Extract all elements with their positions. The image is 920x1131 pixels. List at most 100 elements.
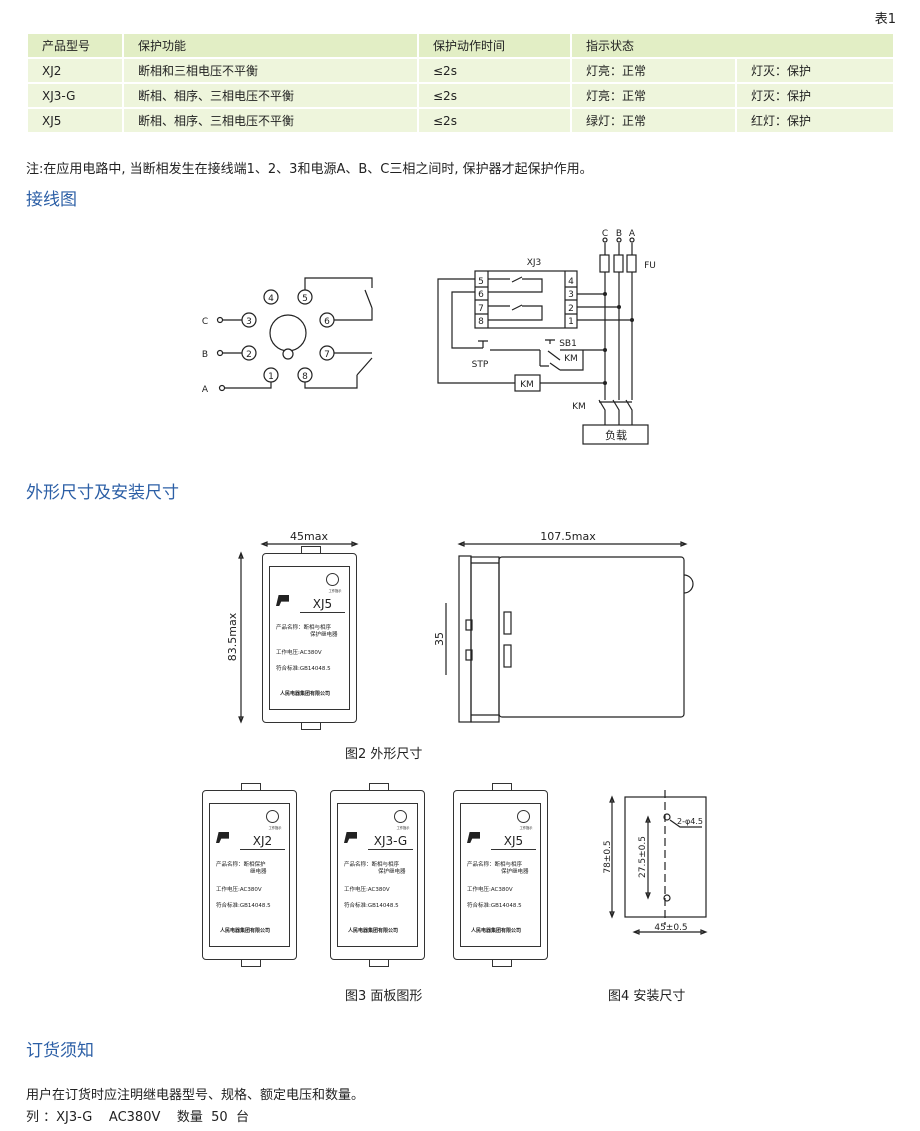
name-line2: 保护继电器 [501, 869, 529, 875]
indicator-led [517, 810, 530, 823]
panel-face: 工作指示 XJ5 产品名称：断相与相序 保护继电器 工作电压:AC380V 符合… [269, 566, 350, 710]
km-coil-box [514, 374, 541, 392]
logo-icon [216, 832, 229, 843]
top-tab [301, 546, 321, 554]
km-coil-label: KM [520, 380, 534, 390]
cell: 断相、相序、三相电压不平衡 [122, 82, 419, 109]
panel-face: 工作指示 XJ2 产品名称：断相保护 继电器 工作电压:AC380V 符合标准:… [209, 803, 290, 947]
pin-label: 3 [246, 317, 252, 327]
name-line2: 保护继电器 [310, 632, 338, 638]
cell: ≤2s [417, 57, 572, 84]
name-label: 产品名称：断相与相序 [344, 862, 400, 868]
th-model: 产品型号 [26, 32, 124, 59]
cell: 灯亮：正常 [570, 82, 737, 109]
name-label: 产品名称：断相与相序 [276, 625, 332, 631]
mount-holes: 2-φ4.5 [677, 817, 703, 826]
phase-a: A [629, 229, 636, 239]
pin-label: 1 [268, 372, 274, 382]
socket-c: C [202, 317, 208, 327]
maker: 人民电器集团有限公司 [220, 928, 271, 934]
standard: 符合标准:GB14048.5 [276, 666, 331, 672]
pin-label: 7 [324, 350, 330, 360]
model-label: XJ3-G [368, 834, 413, 850]
pin-label: 1 [568, 317, 574, 327]
cell: XJ2 [26, 57, 124, 84]
outline-dimensions: 45max 107.5max 83.5max 35 [226, 530, 694, 724]
pin-label: 6 [324, 317, 330, 327]
dim-width: 45max [290, 530, 328, 543]
pin-label: 4 [568, 277, 574, 287]
standard: 符合标准:GB14048.5 [344, 903, 399, 909]
pin-label: 4 [268, 294, 274, 304]
mounting-dimensions: 78±0.5 27.5±0.5 45±0.5 2-φ4.5 [603, 790, 708, 935]
name-label: 产品名称：断相与相序 [467, 862, 523, 868]
mount-hole-spacing: 27.5±0.5 [638, 836, 648, 878]
panel-face: 工作指示 XJ5 产品名称：断相与相序 保护继电器 工作电压:AC380V 符合… [460, 803, 541, 947]
pin-label: 5 [478, 277, 484, 287]
indicator-led [394, 810, 407, 823]
table-label: 表1 [874, 12, 896, 27]
panel-face: 工作指示 XJ3-G 产品名称：断相与相序 保护继电器 工作电压:AC380V … [337, 803, 418, 947]
cell: 断相和三相电压不平衡 [122, 57, 419, 84]
cell: XJ3-G [26, 82, 124, 109]
top-tab [241, 783, 261, 791]
voltage: 工作电压:AC380V [276, 650, 322, 656]
voltage: 工作电压:AC380V [344, 887, 390, 893]
indicator-led [266, 810, 279, 823]
front-panel: 工作指示 XJ5 产品名称：断相与相序 保护继电器 工作电压:AC380V 符合… [453, 783, 548, 967]
front-panel: 工作指示 XJ5 产品名称：断相与相序 保护继电器 工作电压:AC380V 符合… [262, 546, 357, 730]
bottom-tab [492, 959, 512, 967]
stp-label: STP [472, 360, 489, 370]
socket-diagram: 12 34 56 78 C B A [202, 277, 373, 395]
maker: 人民电器集团有限公司 [471, 928, 522, 934]
logo-icon [276, 595, 289, 606]
cell: 绿灯：正常 [570, 107, 737, 134]
maker: 人民电器集团有限公司 [348, 928, 399, 934]
model-label: XJ5 [491, 834, 536, 850]
phase-c: C [602, 229, 608, 239]
bottom-tab [301, 722, 321, 730]
cell: ≤2s [417, 107, 572, 134]
fig4-caption: 图4 安装尺寸 [608, 989, 686, 1004]
fuse-label: FU [644, 261, 656, 271]
order-example: 列 ：XJ3-G AC380V 数量 50 台 [26, 1110, 249, 1125]
pin-label: 2 [246, 350, 252, 360]
cell: ≤2s [417, 82, 572, 109]
socket-b: B [202, 350, 208, 360]
name-line2: 保护继电器 [378, 869, 406, 875]
km-contact-label: KM [572, 402, 586, 412]
indicator-led [326, 573, 339, 586]
cell: 灯灭：保护 [735, 57, 895, 84]
top-tab [492, 783, 512, 791]
pin-label: 2 [568, 304, 574, 314]
fig3-caption: 图3 面板图形 [345, 989, 423, 1004]
logo-icon [467, 832, 480, 843]
cell: 红灯：保护 [735, 107, 895, 134]
led-label: 工作指示 [268, 825, 282, 830]
heading-order: 订货须知 [26, 1041, 94, 1061]
top-tab [369, 783, 389, 791]
name-label: 产品名称：断相保护 [216, 862, 266, 868]
km-label: KM [564, 354, 578, 364]
cell: XJ5 [26, 107, 124, 134]
th-function: 保护功能 [122, 32, 419, 59]
standard: 符合标准:GB14048.5 [467, 903, 522, 909]
pin-label: 8 [302, 372, 308, 382]
voltage: 工作电压:AC380V [216, 887, 262, 893]
front-panel: 工作指示 XJ3-G 产品名称：断相与相序 保护继电器 工作电压:AC380V … [330, 783, 425, 967]
mount-width: 45±0.5 [654, 923, 687, 933]
cell: 灯灭：保护 [735, 82, 895, 109]
cell: 灯亮：正常 [570, 57, 737, 84]
pin-label: 7 [478, 304, 484, 314]
th-indicator: 指示状态 [570, 32, 895, 59]
maker: 人民电器集团有限公司 [280, 691, 331, 697]
circuit-title: XJ3 [527, 258, 542, 268]
voltage: 工作电压:AC380V [467, 887, 513, 893]
name-line2: 继电器 [250, 869, 267, 875]
pin-label: 8 [478, 317, 484, 327]
front-panel: 工作指示 XJ2 产品名称：断相保护 继电器 工作电压:AC380V 符合标准:… [202, 783, 297, 967]
